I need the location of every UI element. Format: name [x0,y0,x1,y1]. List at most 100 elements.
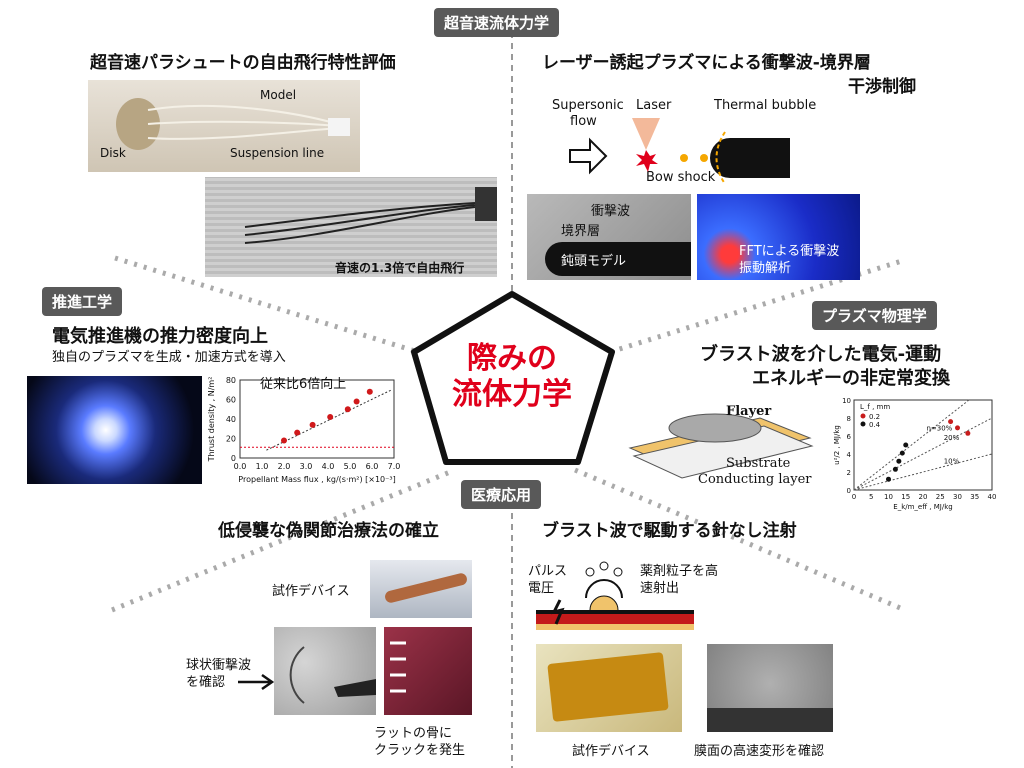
thrust-x-tick: 7.0 [388,462,401,471]
injection-schematic [536,561,694,630]
schlieren-sketch [244,187,497,244]
energy-x-tick: 20 [919,493,928,501]
label-suspension: Suspension line [230,146,325,160]
energy-legend-marker [860,421,866,427]
thruster-subtitle: 独自のプラズマを生成・加速方式を導入 [52,350,286,365]
thrust-x-tick: 6.0 [366,462,379,471]
thrust-data-point [327,414,334,421]
laser-schematic [569,118,790,185]
label-fft-2: 振動解析 [739,261,792,276]
schlieren-photo: 音速の1.3倍で自由飛行 [205,177,497,277]
blast-energy-title-2: エネルギーの非定常変換 [752,368,950,389]
energy-y-tick: 0 [847,487,851,495]
label-laser: Laser [636,98,672,113]
label-bow-shock: Bow shock [646,170,716,185]
flayer-shape [668,413,762,443]
spoke-lower-left [111,469,451,613]
fft-photo: FFTによる衝撃波 振動解析 [697,194,860,280]
center-line-1: 際みの [467,341,557,376]
energy-eta-label: 20% [944,434,960,442]
label-pulse-2: 電圧 [528,581,555,596]
energy-y-tick: 4 [847,451,852,459]
center-title: 際みの 流体力学 [432,341,592,413]
label-thermal-bubble: Thermal bubble [714,98,817,113]
particle-2 [599,561,609,571]
energy-data-point [892,466,898,472]
label-conducting-layer: Conducting layer [698,472,812,487]
suspension-lines [147,104,339,140]
energy-y-tick: 2 [847,469,851,477]
model-shape [328,118,350,136]
center-line-2: 流体力学 [452,377,572,412]
electrode-layer [536,614,694,624]
thrust-plot-frame [239,379,395,459]
bow-shock-line [715,131,726,185]
label-injection-device: 試作デバイス [572,744,650,759]
label-boundary-layer: 境界層 [561,224,601,239]
thrust-y-label: Thrust density , N/m² [207,377,216,463]
energy-data-point [948,419,954,425]
label-pseudo-device: 試作デバイス [272,584,350,599]
center-pentagon [411,291,615,465]
thrust-y-tick: 80 [226,376,236,385]
energy-x-tick: 40 [988,493,997,501]
injection-device-photo [536,644,682,732]
pseudo-title: 低侵襲な偽関節治療法の確立 [218,521,439,541]
label-disk: Disk [100,146,126,160]
thrust-y-tick: 20 [226,435,236,444]
label-shock-1: 球状衝撃波 [186,658,252,673]
thruster-photo [27,376,202,484]
laser-title-2: 干渉制御 [848,77,916,97]
label-free-flight: 音速の1.3倍で自由飛行 [335,261,465,275]
shock-arrow-icon [238,673,275,691]
bubble-2 [700,154,708,162]
blunt-model-shape [545,242,691,276]
energy-x-tick: 10 [884,493,893,501]
shock-photo: 衝撃波 境界層 鈍頭モデル [527,194,691,280]
energy-data-point [899,450,905,456]
energy-eta-label: 10% [944,458,960,466]
thrust-trend-line [266,389,393,451]
energy-data-point [896,458,902,464]
label-model: Model [260,88,297,102]
label-crack-2: クラックを発生 [374,743,466,758]
energy-legend-label: 0.4 [869,421,881,429]
parachute-photo: Model Disk Suspension line [88,80,360,172]
thruster-title: 電気推進機の推力密度向上 [52,326,268,347]
label-membrane: 膜面の高速変形を確認 [694,744,825,759]
thrust-data-point [353,398,360,405]
thrust-data-point [294,429,301,436]
energy-x-tick: 25 [936,493,945,501]
device-tube-shape [383,572,469,604]
label-shock-2: を確認 [186,675,226,690]
injection-title: ブラスト波で駆動する針なし注射 [542,521,797,541]
thrust-x-tick: 3.0 [300,462,313,471]
energy-data-point [965,430,971,436]
tag-medical: 医療応用 [461,480,542,509]
spoke-upper-left [114,255,419,355]
laser-beam-icon [632,118,660,150]
energy-legend-title: L_f , mm [860,403,890,411]
label-crack-1: ラットの骨に [374,726,453,741]
blast-energy-title-1: ブラスト波を介した電気-運動 [700,344,942,365]
energy-x-tick: 0 [852,493,856,501]
schlieren-model [475,187,497,221]
energy-x-tick: 15 [901,493,910,501]
thrust-data-point [309,421,316,428]
lightning-icon [551,599,565,625]
particle-1 [585,567,595,577]
blast-arc [585,579,623,599]
label-flayer: Flayer [726,404,772,419]
thrust-x-tick: 2.0 [278,462,291,471]
thrust-data-point [366,388,373,395]
label-flow-1: Supersonic [552,98,624,113]
membrane-photo [707,644,833,732]
blunt-body-icon [710,138,790,178]
label-flow-2: flow [570,114,597,129]
thrust-data-point [344,406,351,413]
energy-data-point [886,476,891,482]
